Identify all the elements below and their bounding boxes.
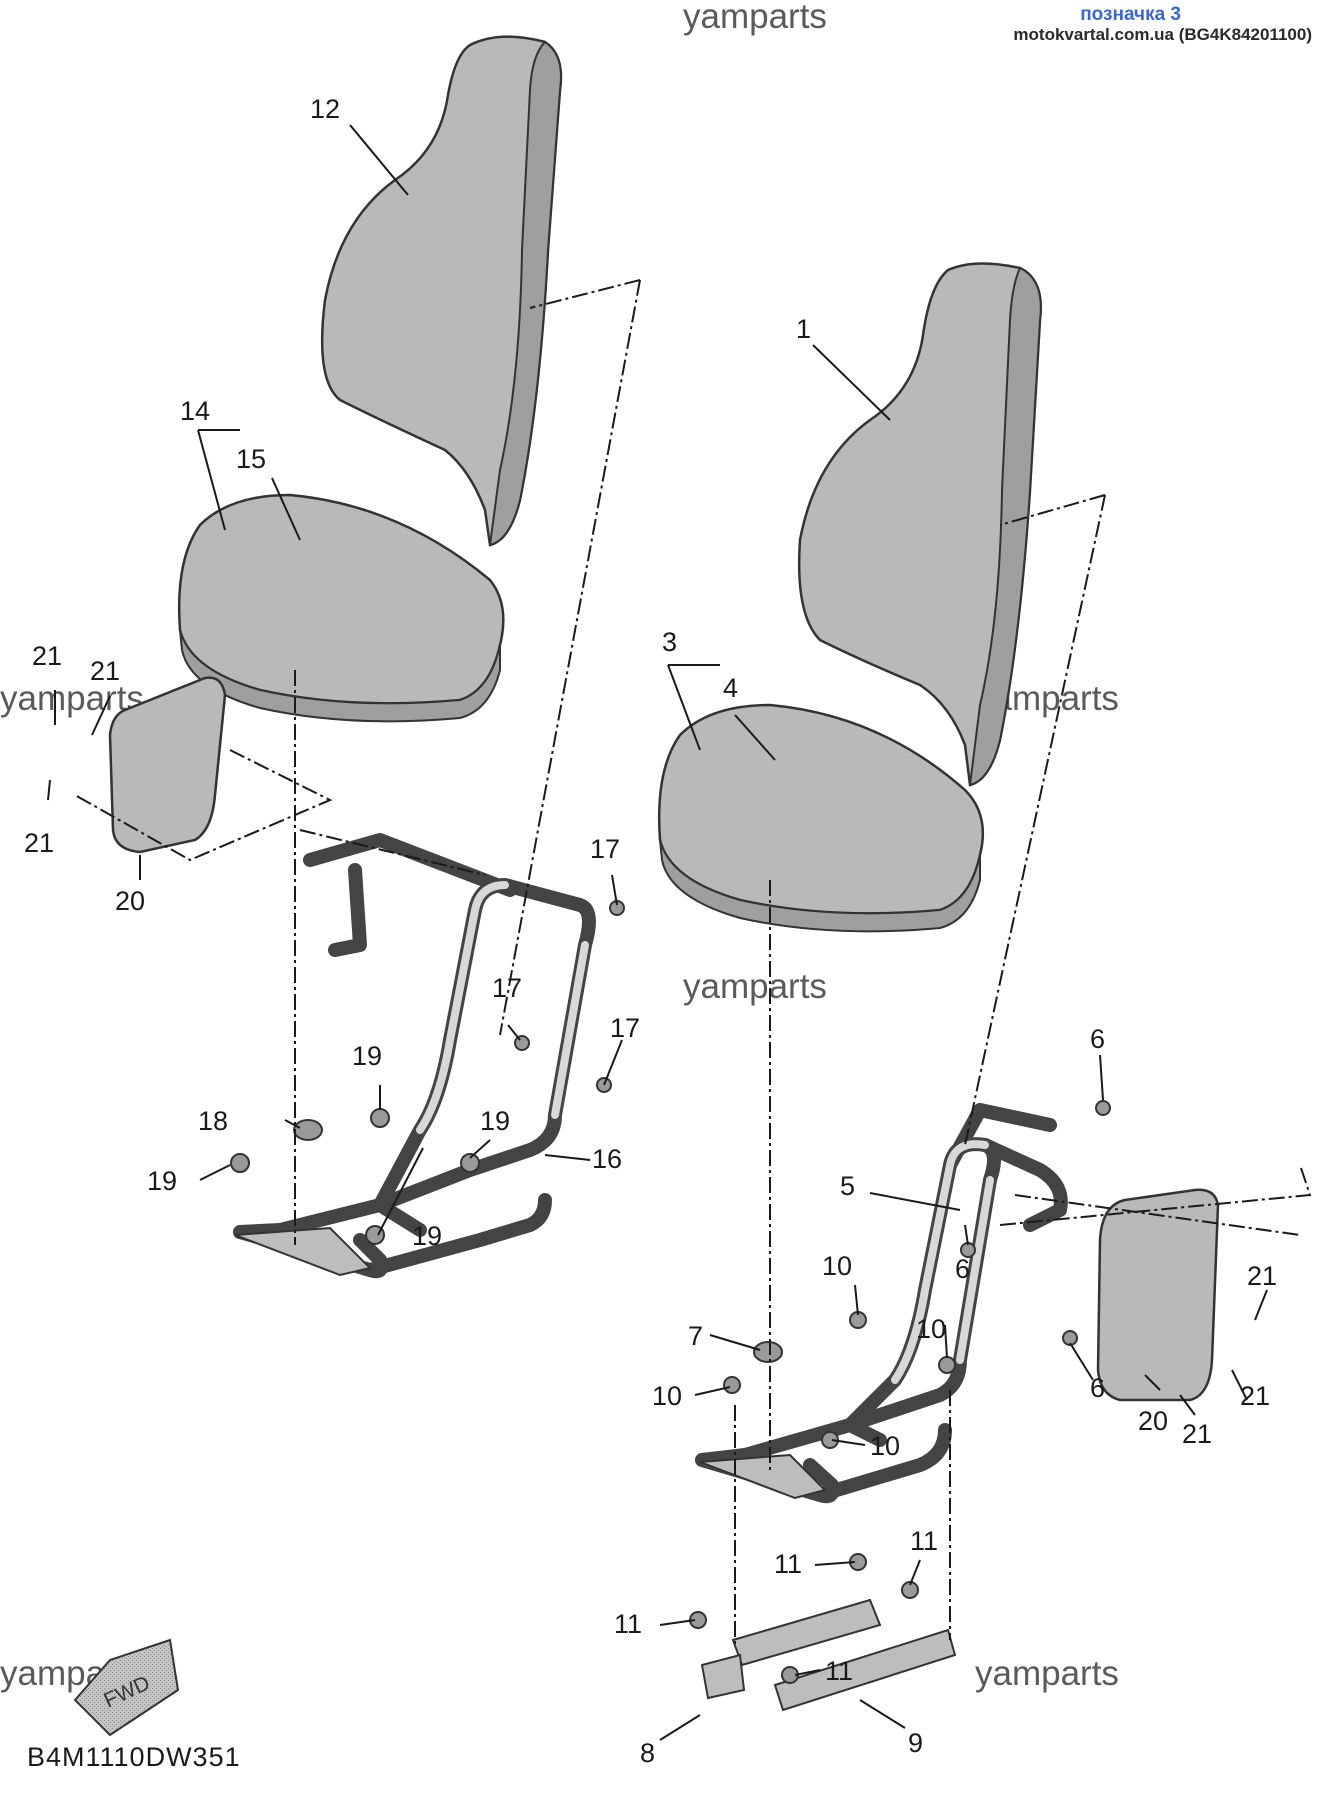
callout-10-a: 10 <box>822 1251 852 1281</box>
callout-15: 15 <box>236 444 266 474</box>
right-frame-fasteners <box>723 1100 1111 1449</box>
callout-19-d: 19 <box>147 1166 177 1196</box>
right-side-panel <box>1096 1188 1220 1402</box>
right-seat-frame <box>695 1103 1068 1504</box>
callout-21-left-b: 21 <box>90 656 120 686</box>
callout-1: 1 <box>796 314 811 344</box>
callout-21-right-c: 21 <box>1182 1419 1212 1449</box>
callout-11-d: 11 <box>825 1656 853 1686</box>
callout-5: 5 <box>840 1171 855 1201</box>
callout-19-b: 19 <box>480 1106 510 1136</box>
callout-6-c: 6 <box>1090 1373 1105 1403</box>
callout-17-b: 17 <box>492 973 522 1003</box>
callout-12: 12 <box>310 94 340 124</box>
callout-10-b: 10 <box>916 1314 946 1344</box>
callout-11-a: 11 <box>774 1549 802 1579</box>
right-seat-rails <box>689 1553 957 1712</box>
callout-9: 9 <box>908 1728 923 1758</box>
callout-21-left-a: 21 <box>32 641 62 671</box>
callout-11-b: 11 <box>910 1526 938 1556</box>
callout-3: 3 <box>662 627 677 657</box>
callout-11-c: 11 <box>614 1609 642 1639</box>
callout-4: 4 <box>723 673 738 703</box>
callout-19-a: 19 <box>352 1041 382 1071</box>
callout-14: 14 <box>180 396 210 426</box>
callout-6-a: 6 <box>1090 1024 1105 1054</box>
callout-10-c: 10 <box>652 1381 682 1411</box>
callout-16: 16 <box>592 1144 622 1174</box>
fwd-arrow: FWD <box>73 1638 180 1737</box>
callout-7: 7 <box>688 1321 703 1351</box>
watermark-top: yamparts <box>683 0 827 36</box>
left-seat-cushion <box>177 493 505 723</box>
callout-6-b: 6 <box>955 1254 970 1284</box>
callout-21-right-b: 21 <box>1240 1381 1270 1411</box>
watermark-bottom-right: yamparts <box>975 1654 1119 1693</box>
callout-21-left-c: 21 <box>24 828 54 858</box>
callout-labels: 12 14 15 1 3 4 21 21 21 20 17 17 17 19 1… <box>24 94 1277 1768</box>
callout-17-c: 17 <box>610 1013 640 1043</box>
callout-19-c: 19 <box>412 1221 442 1251</box>
callout-8: 8 <box>640 1738 655 1768</box>
callout-10-d: 10 <box>870 1431 900 1461</box>
leader-lines <box>47 124 1268 1741</box>
header-source: motokvartal.com.ua (BG4K84201100) <box>1013 25 1312 44</box>
diagram-code: B4M1110DW351 <box>27 1742 241 1772</box>
right-seat-cushion <box>657 703 985 933</box>
callout-21-right-a: 21 <box>1247 1261 1277 1291</box>
callout-20-left: 20 <box>115 886 145 916</box>
callout-18: 18 <box>198 1106 228 1136</box>
left-seat-frame <box>233 833 596 1279</box>
left-side-panel <box>108 676 227 854</box>
callout-17-a: 17 <box>590 834 620 864</box>
left-seat-backrest <box>320 35 563 547</box>
watermark-center: yamparts <box>683 967 827 1006</box>
right-seat-backrest <box>797 262 1043 787</box>
assembly-lines <box>74 279 1312 1645</box>
callout-20-right: 20 <box>1138 1406 1168 1436</box>
header-tag: позначка 3 <box>1080 4 1181 25</box>
